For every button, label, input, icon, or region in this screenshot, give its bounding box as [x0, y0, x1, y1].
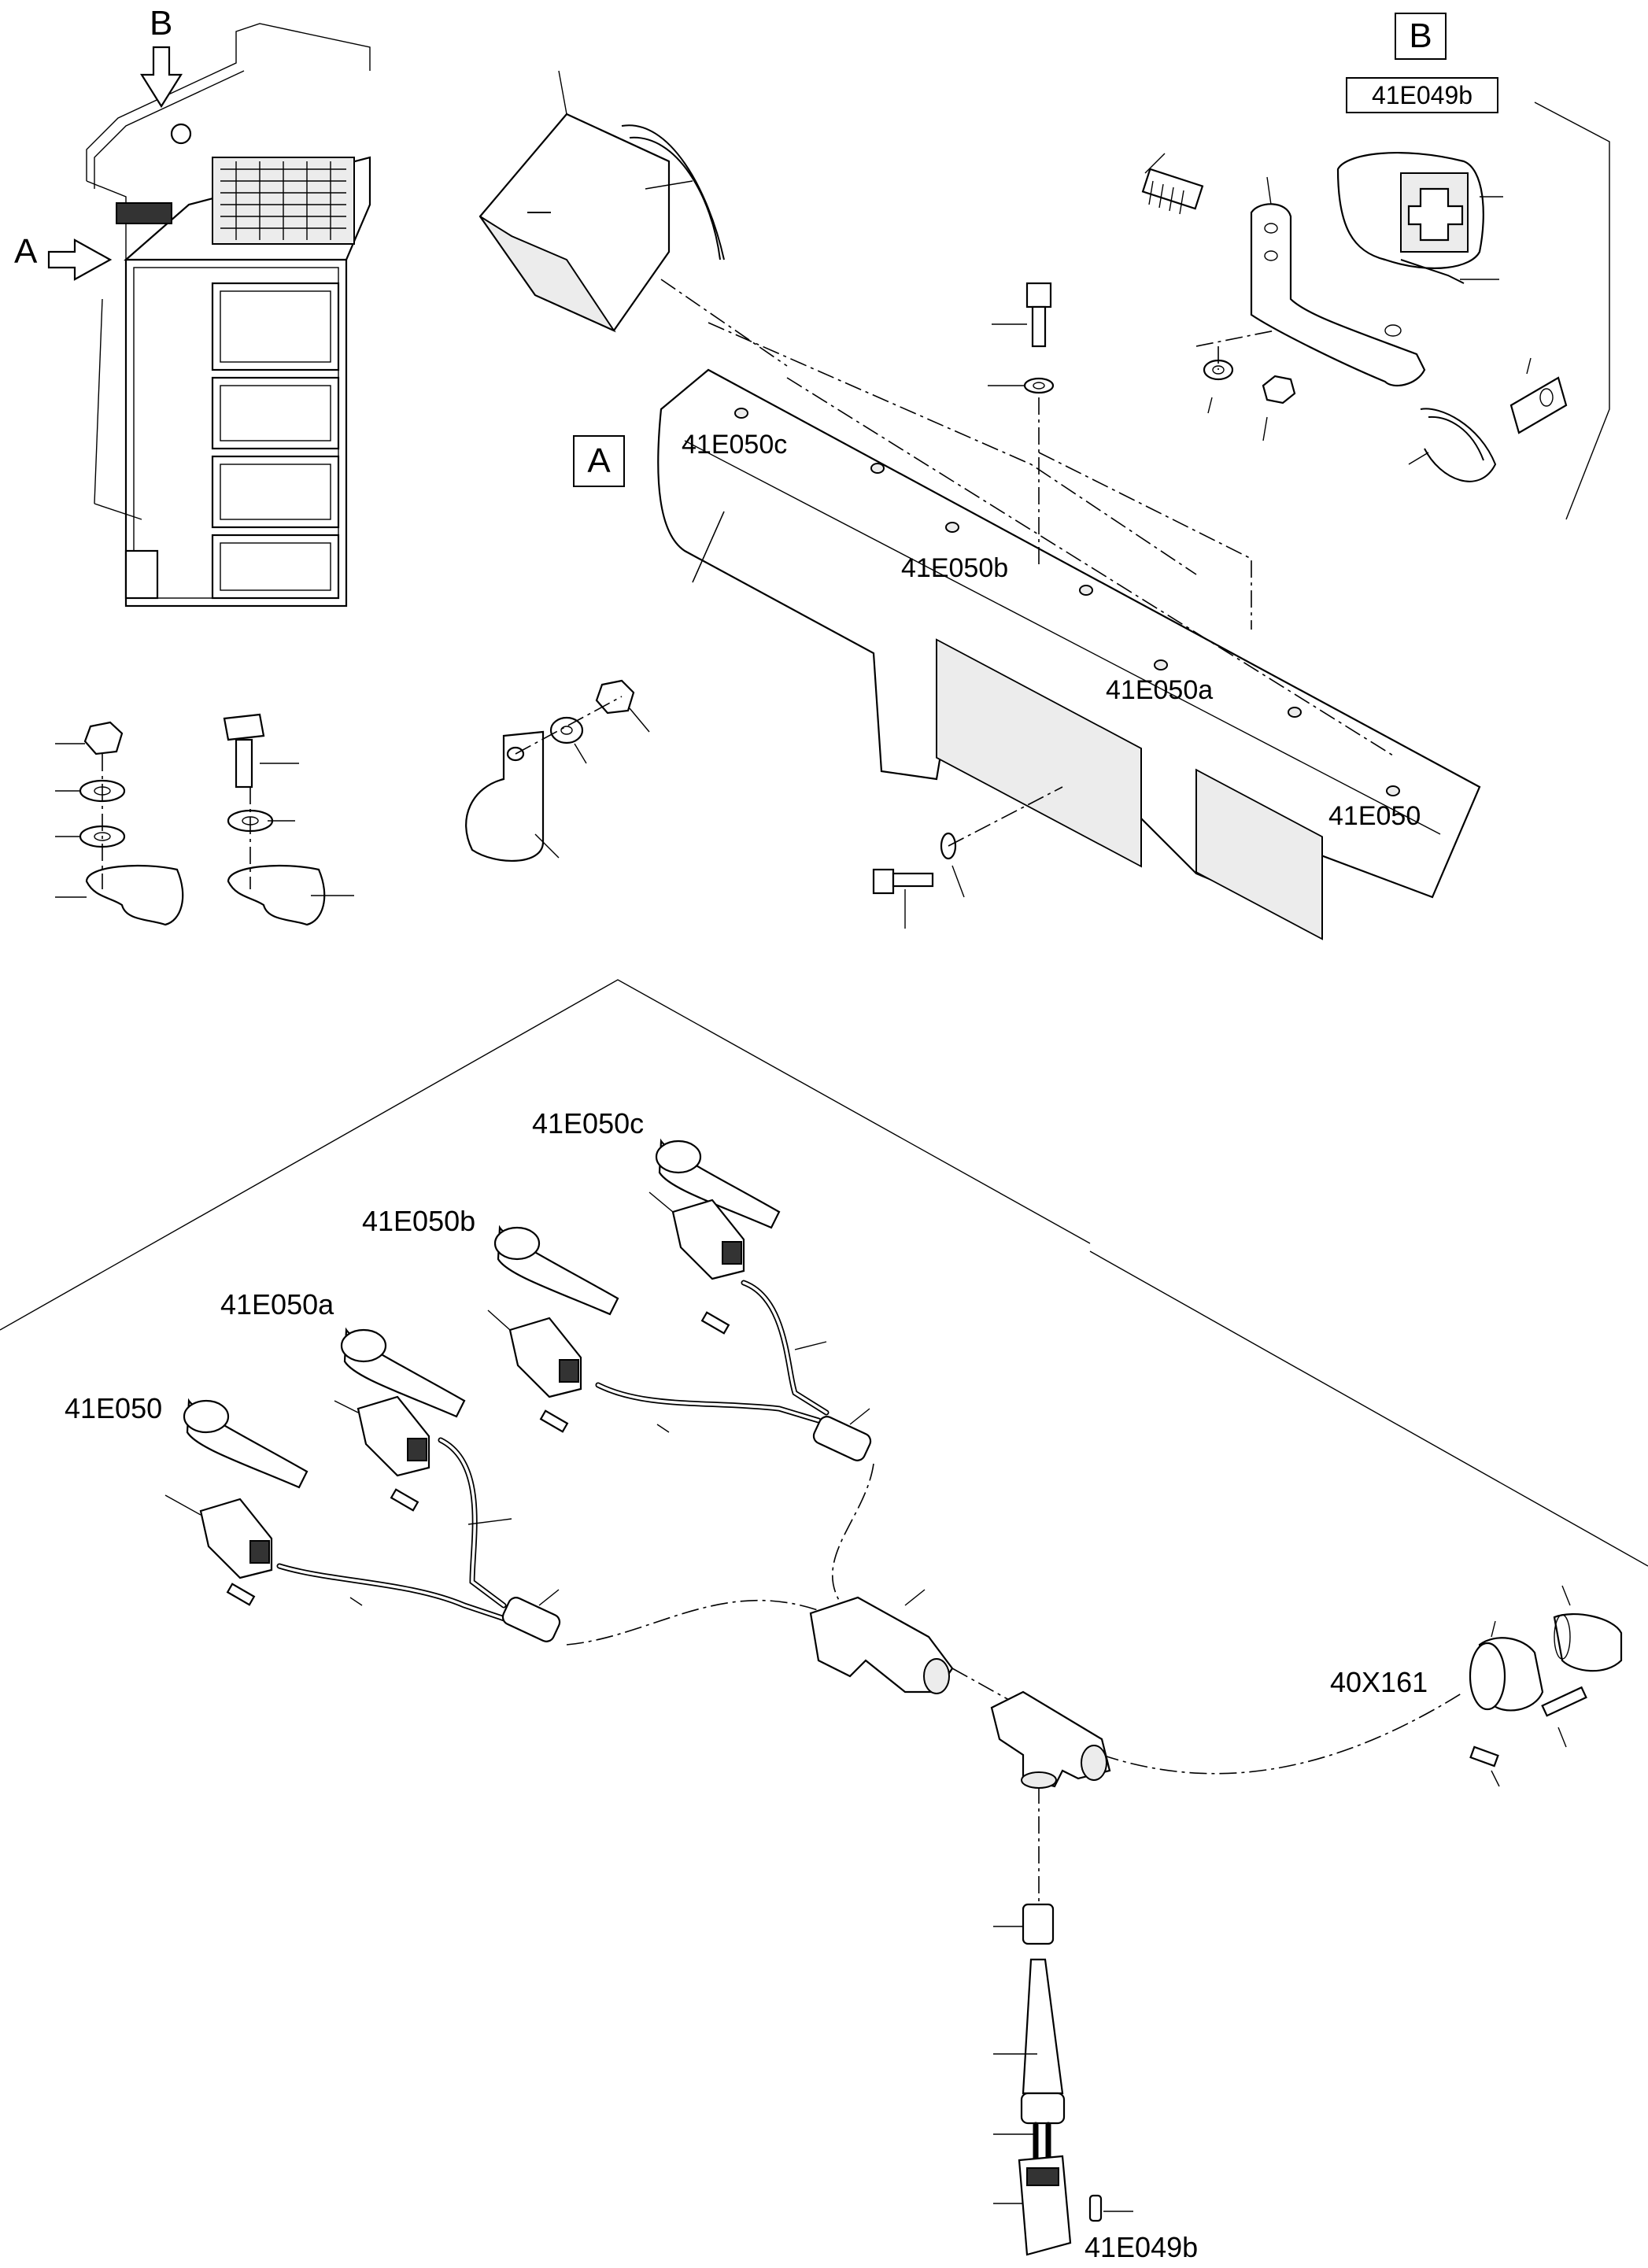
view-b-arrow-label: B: [150, 4, 173, 42]
work-lamp-a: [479, 70, 725, 333]
machine-overview: [86, 23, 371, 608]
y-splitter: [809, 1589, 954, 1694]
lamp-b-id-box: 41E049b: [1346, 77, 1498, 113]
work-lamp-b-assembly: [1141, 102, 1610, 520]
view-a-arrow: [47, 238, 113, 281]
clamp-set-left: [55, 721, 184, 926]
assembly-lines-top: [660, 279, 1394, 847]
bar-label-41e050a: 41E050a: [1106, 675, 1214, 705]
bolt-washer-bottom: [872, 832, 965, 929]
harness-connectors: [199, 1199, 745, 1579]
bolt-washer-top: [988, 282, 1055, 394]
harness-cables: [276, 1280, 830, 1624]
branch-41e049b: [993, 1903, 1133, 2256]
harness-label-41e050: 41E050: [65, 1392, 163, 1424]
view-a-arrow-label: A: [14, 232, 38, 271]
harness-label-41e050a: 41E050a: [220, 1288, 334, 1321]
bar-label-41e050c: 41E050c: [682, 430, 788, 460]
cable-boots: [183, 1138, 781, 1489]
view-b-arrow: [140, 46, 183, 109]
detail-a-box: A: [573, 435, 625, 487]
main-connector-40x161: [1469, 1585, 1623, 1787]
bar-label-41e050b: 41E050b: [901, 553, 1009, 583]
t-splitter: [990, 1690, 1111, 1789]
harness-assembly-lines: [566, 1463, 1465, 1904]
harness-area-frame: [0, 979, 1648, 1567]
label-leaders: [692, 511, 725, 583]
detail-b-box: B: [1395, 13, 1447, 60]
harness-label-41e050c: 41E050c: [532, 1107, 645, 1140]
bar-label-41e050: 41E050: [1328, 801, 1421, 831]
connector-label-41e049b: 41E049b: [1085, 2231, 1199, 2263]
contact-pins: [226, 1311, 1499, 1767]
harness-label-41e050b: 41E050b: [362, 1205, 476, 1237]
clamp-set-right: [223, 713, 354, 926]
lamp-mounting-bar: [657, 368, 1481, 940]
harness-glands: [164, 1191, 872, 1642]
connector-label-40x161: 40X161: [1330, 1666, 1428, 1698]
clamp-set-center: [465, 679, 650, 862]
